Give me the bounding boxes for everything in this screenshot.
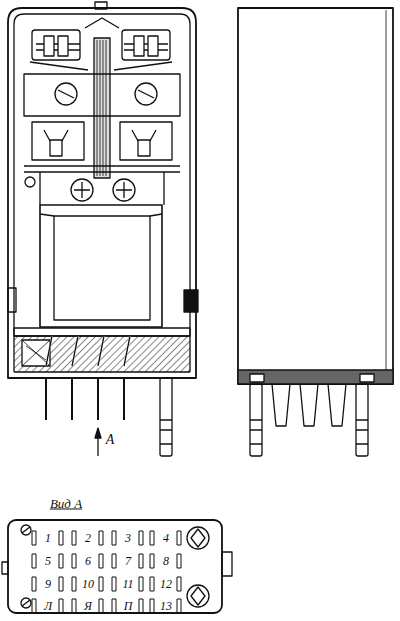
pin-slot bbox=[72, 599, 76, 613]
pin-slot bbox=[59, 599, 63, 613]
pin-number: Я bbox=[84, 600, 92, 612]
front-view bbox=[8, 2, 198, 456]
view-title: Вид А bbox=[50, 497, 82, 510]
pin-slot bbox=[99, 599, 103, 613]
pin-slot bbox=[99, 554, 103, 568]
pin-slot bbox=[59, 531, 63, 545]
pin-number: 8 bbox=[163, 555, 169, 567]
pin-slot bbox=[32, 599, 36, 613]
pin-slot bbox=[112, 599, 116, 613]
pin-slot bbox=[139, 554, 143, 568]
pin-slot bbox=[32, 531, 36, 545]
pin-number: 2 bbox=[85, 532, 91, 544]
pin-number: 5 bbox=[45, 555, 51, 567]
pin-slot bbox=[139, 531, 143, 545]
pin-slot bbox=[72, 577, 76, 591]
pin-slot bbox=[99, 531, 103, 545]
pin-slot bbox=[150, 531, 154, 545]
pin-slot bbox=[32, 577, 36, 591]
pin-slot bbox=[177, 554, 181, 568]
pin-number: 7 bbox=[125, 555, 131, 567]
pin-number: 6 bbox=[85, 555, 91, 567]
pin-slot bbox=[59, 554, 63, 568]
pin-slot bbox=[150, 599, 154, 613]
pin-slot bbox=[112, 554, 116, 568]
side-view bbox=[238, 8, 393, 456]
pin-slot bbox=[139, 577, 143, 591]
pin-number: 12 bbox=[160, 578, 172, 590]
pin-number: 3 bbox=[125, 532, 131, 544]
pin-slot bbox=[112, 577, 116, 591]
pin-number: 13 bbox=[160, 600, 172, 612]
pin-slot bbox=[59, 577, 63, 591]
pin-number: Л bbox=[44, 600, 52, 612]
pin-number: 9 bbox=[45, 578, 51, 590]
bottom-view bbox=[2, 520, 232, 613]
pin-slot bbox=[139, 599, 143, 613]
pin-slot bbox=[32, 554, 36, 568]
pin-slot bbox=[177, 599, 181, 613]
pin-number: 1 bbox=[45, 532, 51, 544]
pin-number: 4 bbox=[163, 532, 169, 544]
pin-slot bbox=[99, 577, 103, 591]
pin-number: 10 bbox=[82, 578, 94, 590]
pin-slot bbox=[112, 531, 116, 545]
pin-slot bbox=[177, 577, 181, 591]
pin-slot bbox=[72, 554, 76, 568]
pin-number: П bbox=[124, 600, 133, 612]
pin-number: 11 bbox=[122, 578, 133, 590]
pin-slot bbox=[72, 531, 76, 545]
view-arrow-letter: А bbox=[106, 433, 115, 447]
pin-slot bbox=[150, 577, 154, 591]
pin-slot bbox=[150, 554, 154, 568]
pin-slot bbox=[177, 531, 181, 545]
